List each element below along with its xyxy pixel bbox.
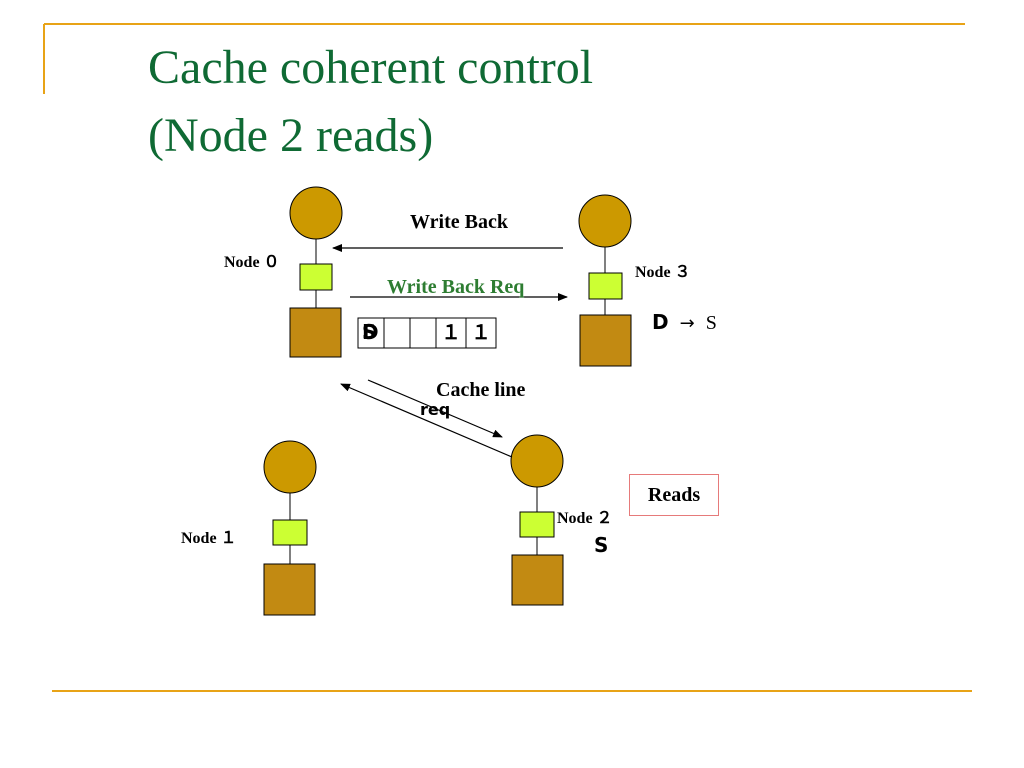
- transition-from: D: [652, 310, 669, 334]
- node-2-memory: [511, 554, 564, 606]
- cache-line-arrow: [340, 383, 513, 458]
- reads-box: Reads: [629, 474, 719, 516]
- node-2: [510, 434, 564, 606]
- slide-subtitle: (Node 2 reads): [148, 109, 434, 162]
- directory-entry: [357, 317, 497, 349]
- node-3-cache: [588, 272, 623, 300]
- directory-box: [357, 317, 497, 349]
- node-3-state-transition: D → S: [652, 312, 717, 333]
- directory-bit: １: [441, 320, 461, 344]
- transition-to: S: [705, 312, 717, 334]
- directory-state: S: [362, 320, 377, 344]
- node-3-label: Node ３: [635, 264, 691, 281]
- node-2-processor: [510, 434, 564, 488]
- write-back-label: Write Back: [410, 211, 508, 233]
- node-0-label: Node ０: [224, 254, 280, 271]
- node-0-processor: [289, 186, 343, 240]
- node-1-cache: [272, 519, 308, 546]
- transition-arrow: →: [679, 313, 695, 334]
- node-3-memory: [579, 314, 632, 367]
- slide-title: Cache coherent control: [148, 41, 594, 94]
- node-1-memory: [263, 563, 316, 616]
- node-2-cache: [519, 511, 555, 538]
- node-1: [263, 440, 317, 616]
- cache-line-label: Cache line: [436, 379, 526, 401]
- req-arrow: [367, 379, 503, 438]
- directory-state-overstrike: D: [362, 320, 379, 344]
- req-label: req: [420, 400, 451, 419]
- node-1-processor: [263, 440, 317, 494]
- node-0: [289, 186, 343, 358]
- node-2-label: Node ２: [557, 510, 613, 527]
- node-3-processor: [578, 194, 632, 248]
- node-3: [578, 194, 632, 367]
- node-0-memory: [289, 307, 342, 358]
- directory-bit: １: [471, 320, 491, 344]
- node-0-cache: [299, 263, 333, 291]
- node-2-state: S: [594, 533, 609, 557]
- node-1-label: Node １: [181, 530, 237, 547]
- write-back-req-label: Write Back Req: [387, 276, 525, 298]
